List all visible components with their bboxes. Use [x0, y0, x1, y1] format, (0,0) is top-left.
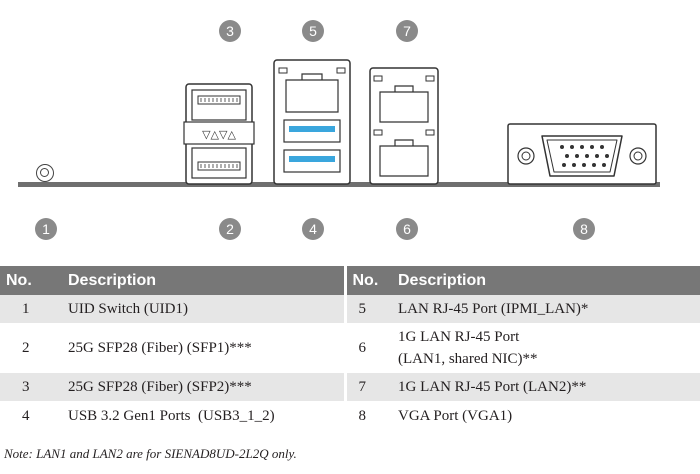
row-description-line: (LAN1, shared NIC)**: [398, 351, 538, 367]
callout-3: 3: [219, 20, 241, 42]
callout-8: 8: [573, 218, 595, 240]
uid-switch-icon: [36, 164, 54, 182]
row-description: 25G SFP28 (Fiber) (SFP1)***: [68, 340, 252, 356]
table-row: 3 25G SFP28 (Fiber) (SFP2)*** 7 1G LAN R…: [0, 373, 700, 401]
row-description: LAN RJ-45 Port (IPMI_LAN)*: [392, 295, 700, 323]
row-number: 6: [343, 323, 392, 373]
callout-7: 7: [396, 20, 418, 42]
header-description: Description: [62, 266, 345, 295]
row-number: 5: [343, 295, 392, 323]
table-row: 4 USB 3.2 Gen1 Ports (USB3_1_2) 8 VGA Po…: [0, 401, 700, 431]
row-number: 1: [0, 295, 62, 323]
row-number: 3: [0, 373, 62, 401]
row-number: 7: [343, 373, 392, 401]
table-header-row: No. Description No. Description: [0, 266, 700, 295]
lan-ports-icon: [369, 67, 439, 185]
svg-text:▽△▽△: ▽△▽△: [202, 128, 236, 141]
ipmi-lan-usb-ports-icon: [273, 59, 351, 185]
sfp-ports-icon: ▽△▽△: [183, 83, 255, 185]
row-description: UID Switch (UID1): [62, 295, 345, 323]
row-description: VGA Port (VGA1): [398, 408, 513, 424]
row-description: USB 3.2 Gen1 Ports (USB3_1_2): [68, 408, 275, 424]
callout-6: 6: [396, 218, 418, 240]
footnote: Note: LAN1 and LAN2 are for SIENAD8UD-2L…: [4, 446, 297, 461]
callout-1: 1: [35, 218, 57, 240]
header-no: No.: [0, 266, 62, 295]
row-number: 2: [22, 340, 30, 356]
header-description: Description: [392, 266, 700, 295]
vga-port-icon: [507, 123, 657, 185]
row-description: 25G SFP28 (Fiber) (SFP2)***: [62, 373, 345, 401]
header-no: No.: [343, 266, 392, 295]
row-number: 4: [22, 408, 30, 424]
callout-4: 4: [302, 218, 324, 240]
row-description: 1G LAN RJ-45 Port (LAN2)**: [392, 373, 700, 401]
callout-5: 5: [302, 20, 324, 42]
port-description-table: No. Description No. Description 1 UID Sw…: [0, 266, 700, 431]
table-row: 2 25G SFP28 (Fiber) (SFP1)*** 6 1G LAN R…: [0, 323, 700, 373]
callout-2: 2: [219, 218, 241, 240]
table-row: 1 UID Switch (UID1) 5 LAN RJ-45 Port (IP…: [0, 295, 700, 323]
row-description: 1G LAN RJ-45 Port (LAN1, shared NIC)**: [392, 323, 700, 373]
row-description-line: 1G LAN RJ-45 Port: [398, 329, 520, 345]
row-number: 8: [343, 401, 392, 431]
